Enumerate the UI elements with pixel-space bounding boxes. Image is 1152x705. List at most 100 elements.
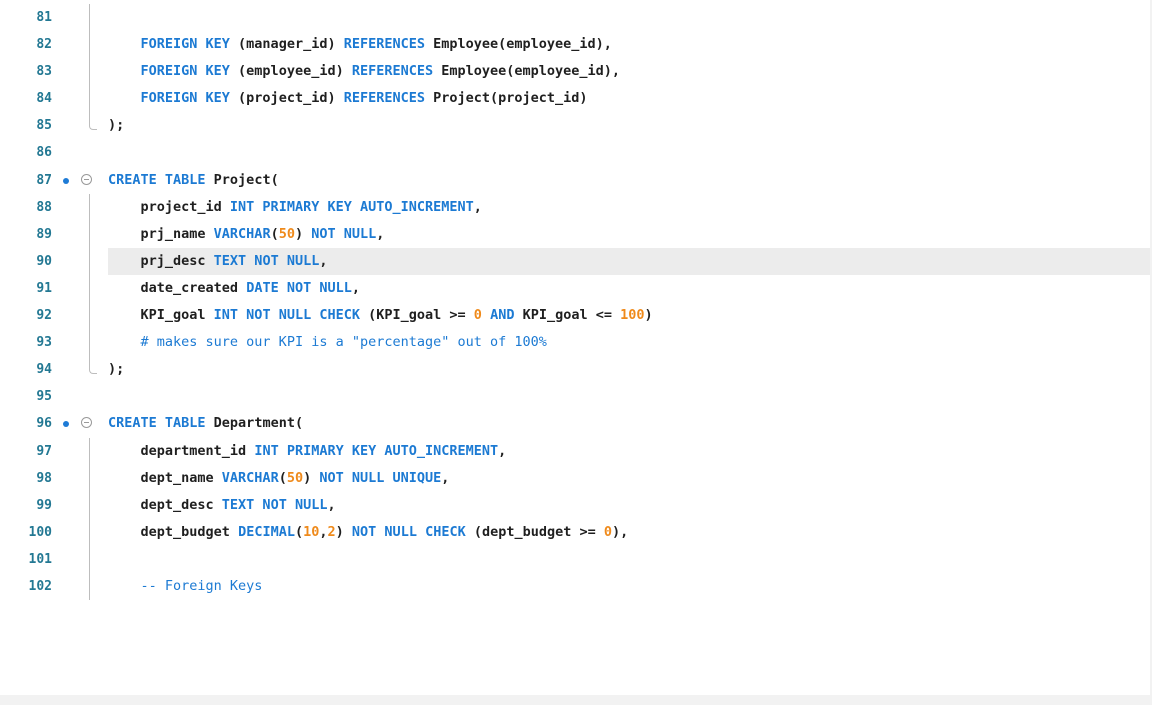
line-text[interactable] bbox=[108, 139, 1150, 166]
code-line[interactable]: 82 FOREIGN KEY (manager_id) REFERENCES E… bbox=[0, 31, 1150, 59]
code-line[interactable]: 99 dept_desc TEXT NOT NULL, bbox=[0, 491, 1150, 519]
line-number[interactable]: 82 bbox=[36, 37, 52, 53]
line-number[interactable]: 94 bbox=[36, 362, 52, 378]
line-number[interactable]: 93 bbox=[36, 335, 52, 351]
gutter bbox=[60, 194, 104, 221]
code-line[interactable]: 89 prj_name VARCHAR(50) NOT NULL, bbox=[0, 220, 1150, 248]
code-line[interactable]: 102 -- Foreign Keys bbox=[0, 572, 1150, 601]
code-line[interactable]: 83 FOREIGN KEY (employee_id) REFERENCES … bbox=[0, 58, 1150, 86]
text-token: Project(project_id) bbox=[425, 90, 588, 107]
code-line[interactable]: 91 date_created DATE NOT NULL, bbox=[0, 274, 1150, 303]
code-line[interactable]: 90 prj_desc TEXT NOT NULL, bbox=[0, 247, 1150, 275]
line-text[interactable]: FOREIGN KEY (employee_id) REFERENCES Emp… bbox=[108, 58, 1150, 85]
text-token: (employee_id) bbox=[229, 63, 352, 80]
line-number[interactable]: 95 bbox=[36, 389, 52, 405]
line-number[interactable]: 102 bbox=[28, 578, 52, 594]
text-token: , bbox=[319, 252, 328, 269]
text-token: ) bbox=[294, 225, 312, 242]
code-line[interactable]: 85); bbox=[0, 112, 1150, 139]
line-text[interactable]: dept_desc TEXT NOT NULL, bbox=[108, 492, 1150, 519]
code-line[interactable]: 84 FOREIGN KEY (project_id) REFERENCES P… bbox=[0, 85, 1150, 113]
line-number[interactable]: 98 bbox=[36, 470, 52, 486]
code-line[interactable]: 93 # makes sure our KPI is a "percentage… bbox=[0, 329, 1150, 357]
line-text[interactable]: project_id INT PRIMARY KEY AUTO_INCREMEN… bbox=[108, 194, 1150, 221]
text-token: dept_name bbox=[140, 469, 222, 486]
line-number[interactable]: 83 bbox=[36, 64, 52, 80]
breakpoint-dot-icon[interactable] bbox=[63, 421, 69, 428]
line-number[interactable]: 90 bbox=[36, 253, 52, 269]
code-line[interactable]: 97 department_id INT PRIMARY KEY AUTO_IN… bbox=[0, 437, 1150, 465]
keyword-token: DECIMAL bbox=[238, 523, 295, 540]
line-text[interactable]: CREATE TABLE Project( bbox=[108, 167, 1150, 194]
breakpoint-dot-icon[interactable] bbox=[63, 177, 69, 184]
line-number[interactable]: 96 bbox=[36, 416, 52, 432]
text-token: department_id bbox=[140, 442, 255, 459]
keyword-token: VARCHAR bbox=[221, 469, 279, 486]
code-line[interactable]: 92 KPI_goal INT NOT NULL CHECK (KPI_goal… bbox=[0, 302, 1150, 330]
text-token: ); bbox=[108, 117, 125, 134]
text-token: ( bbox=[270, 225, 279, 242]
gutter bbox=[60, 383, 104, 410]
line-text[interactable]: CREATE TABLE Department( bbox=[108, 410, 1150, 437]
line-number[interactable]: 88 bbox=[36, 199, 52, 215]
text-token: (dept_budget >= bbox=[465, 523, 604, 540]
line-number[interactable]: 91 bbox=[36, 280, 52, 296]
code-line[interactable]: 87 CREATE TABLE Project( bbox=[0, 167, 1150, 194]
keyword-token: INT PRIMARY KEY AUTO_INCREMENT bbox=[229, 198, 474, 215]
code-line[interactable]: 100 dept_budget DECIMAL(10,2) NOT NULL C… bbox=[0, 518, 1150, 546]
gutter bbox=[60, 356, 104, 383]
line-text[interactable]: KPI_goal INT NOT NULL CHECK (KPI_goal >=… bbox=[108, 302, 1150, 329]
line-number[interactable]: 100 bbox=[28, 524, 52, 540]
number-token: 50 bbox=[278, 225, 295, 242]
indent-guide bbox=[89, 572, 90, 601]
line-text[interactable] bbox=[108, 546, 1150, 573]
line-text[interactable]: department_id INT PRIMARY KEY AUTO_INCRE… bbox=[108, 438, 1150, 465]
line-text[interactable]: ); bbox=[108, 356, 1150, 383]
code-line[interactable]: 95 bbox=[0, 383, 1150, 410]
line-text[interactable]: date_created DATE NOT NULL, bbox=[108, 275, 1150, 302]
line-number[interactable]: 101 bbox=[28, 551, 52, 567]
line-text[interactable]: # makes sure our KPI is a "percentage" o… bbox=[108, 329, 1150, 356]
code-line[interactable]: 98 dept_name VARCHAR(50) NOT NULL UNIQUE… bbox=[0, 464, 1150, 492]
line-text[interactable] bbox=[108, 4, 1150, 31]
line-text[interactable]: FOREIGN KEY (project_id) REFERENCES Proj… bbox=[108, 85, 1150, 112]
code-line[interactable]: 101 bbox=[0, 545, 1150, 573]
line-text[interactable]: dept_budget DECIMAL(10,2) NOT NULL CHECK… bbox=[108, 519, 1150, 546]
keyword-token: INT NOT NULL CHECK bbox=[213, 307, 360, 324]
line-text[interactable]: FOREIGN KEY (manager_id) REFERENCES Empl… bbox=[108, 31, 1150, 58]
code-line[interactable]: 86 bbox=[0, 139, 1150, 166]
keyword-token: NOT NULL CHECK bbox=[351, 523, 466, 540]
text-token: dept_budget bbox=[140, 523, 239, 540]
gutter bbox=[60, 410, 104, 437]
line-number[interactable]: 85 bbox=[36, 118, 52, 134]
gutter bbox=[60, 546, 104, 573]
line-text[interactable]: dept_name VARCHAR(50) NOT NULL UNIQUE, bbox=[108, 465, 1150, 492]
indent-guide bbox=[89, 31, 90, 59]
line-text[interactable]: ); bbox=[108, 112, 1150, 139]
line-number[interactable]: 87 bbox=[36, 172, 52, 188]
code-line[interactable]: 88 project_id INT PRIMARY KEY AUTO_INCRE… bbox=[0, 193, 1150, 221]
current-line-text[interactable]: prj_desc TEXT NOT NULL, bbox=[108, 247, 1150, 275]
line-text[interactable] bbox=[108, 383, 1150, 410]
fold-collapse-icon[interactable] bbox=[81, 417, 92, 429]
keyword-token: AND bbox=[490, 307, 515, 324]
line-text[interactable]: -- Foreign Keys bbox=[108, 573, 1150, 600]
line-number[interactable]: 86 bbox=[36, 145, 52, 161]
line-number[interactable]: 97 bbox=[36, 443, 52, 459]
line-text[interactable]: prj_name VARCHAR(50) NOT NULL, bbox=[108, 221, 1150, 248]
line-number[interactable]: 99 bbox=[36, 497, 52, 513]
fold-collapse-icon[interactable] bbox=[81, 173, 92, 185]
number-token: 0 bbox=[603, 523, 613, 540]
code-line[interactable]: 81 bbox=[0, 4, 1150, 32]
keyword-token: CREATE TABLE bbox=[108, 415, 206, 432]
keyword-token: INT PRIMARY KEY AUTO_INCREMENT bbox=[254, 442, 499, 459]
line-number[interactable]: 89 bbox=[36, 226, 52, 242]
code-line[interactable]: 96 CREATE TABLE Department( bbox=[0, 410, 1150, 437]
line-number[interactable]: 84 bbox=[36, 91, 52, 107]
code-line[interactable]: 94); bbox=[0, 356, 1150, 383]
line-number[interactable]: 92 bbox=[36, 308, 52, 324]
line-number[interactable]: 81 bbox=[36, 10, 52, 25]
number-token: 100 bbox=[620, 307, 645, 324]
indent-guide bbox=[89, 58, 90, 86]
